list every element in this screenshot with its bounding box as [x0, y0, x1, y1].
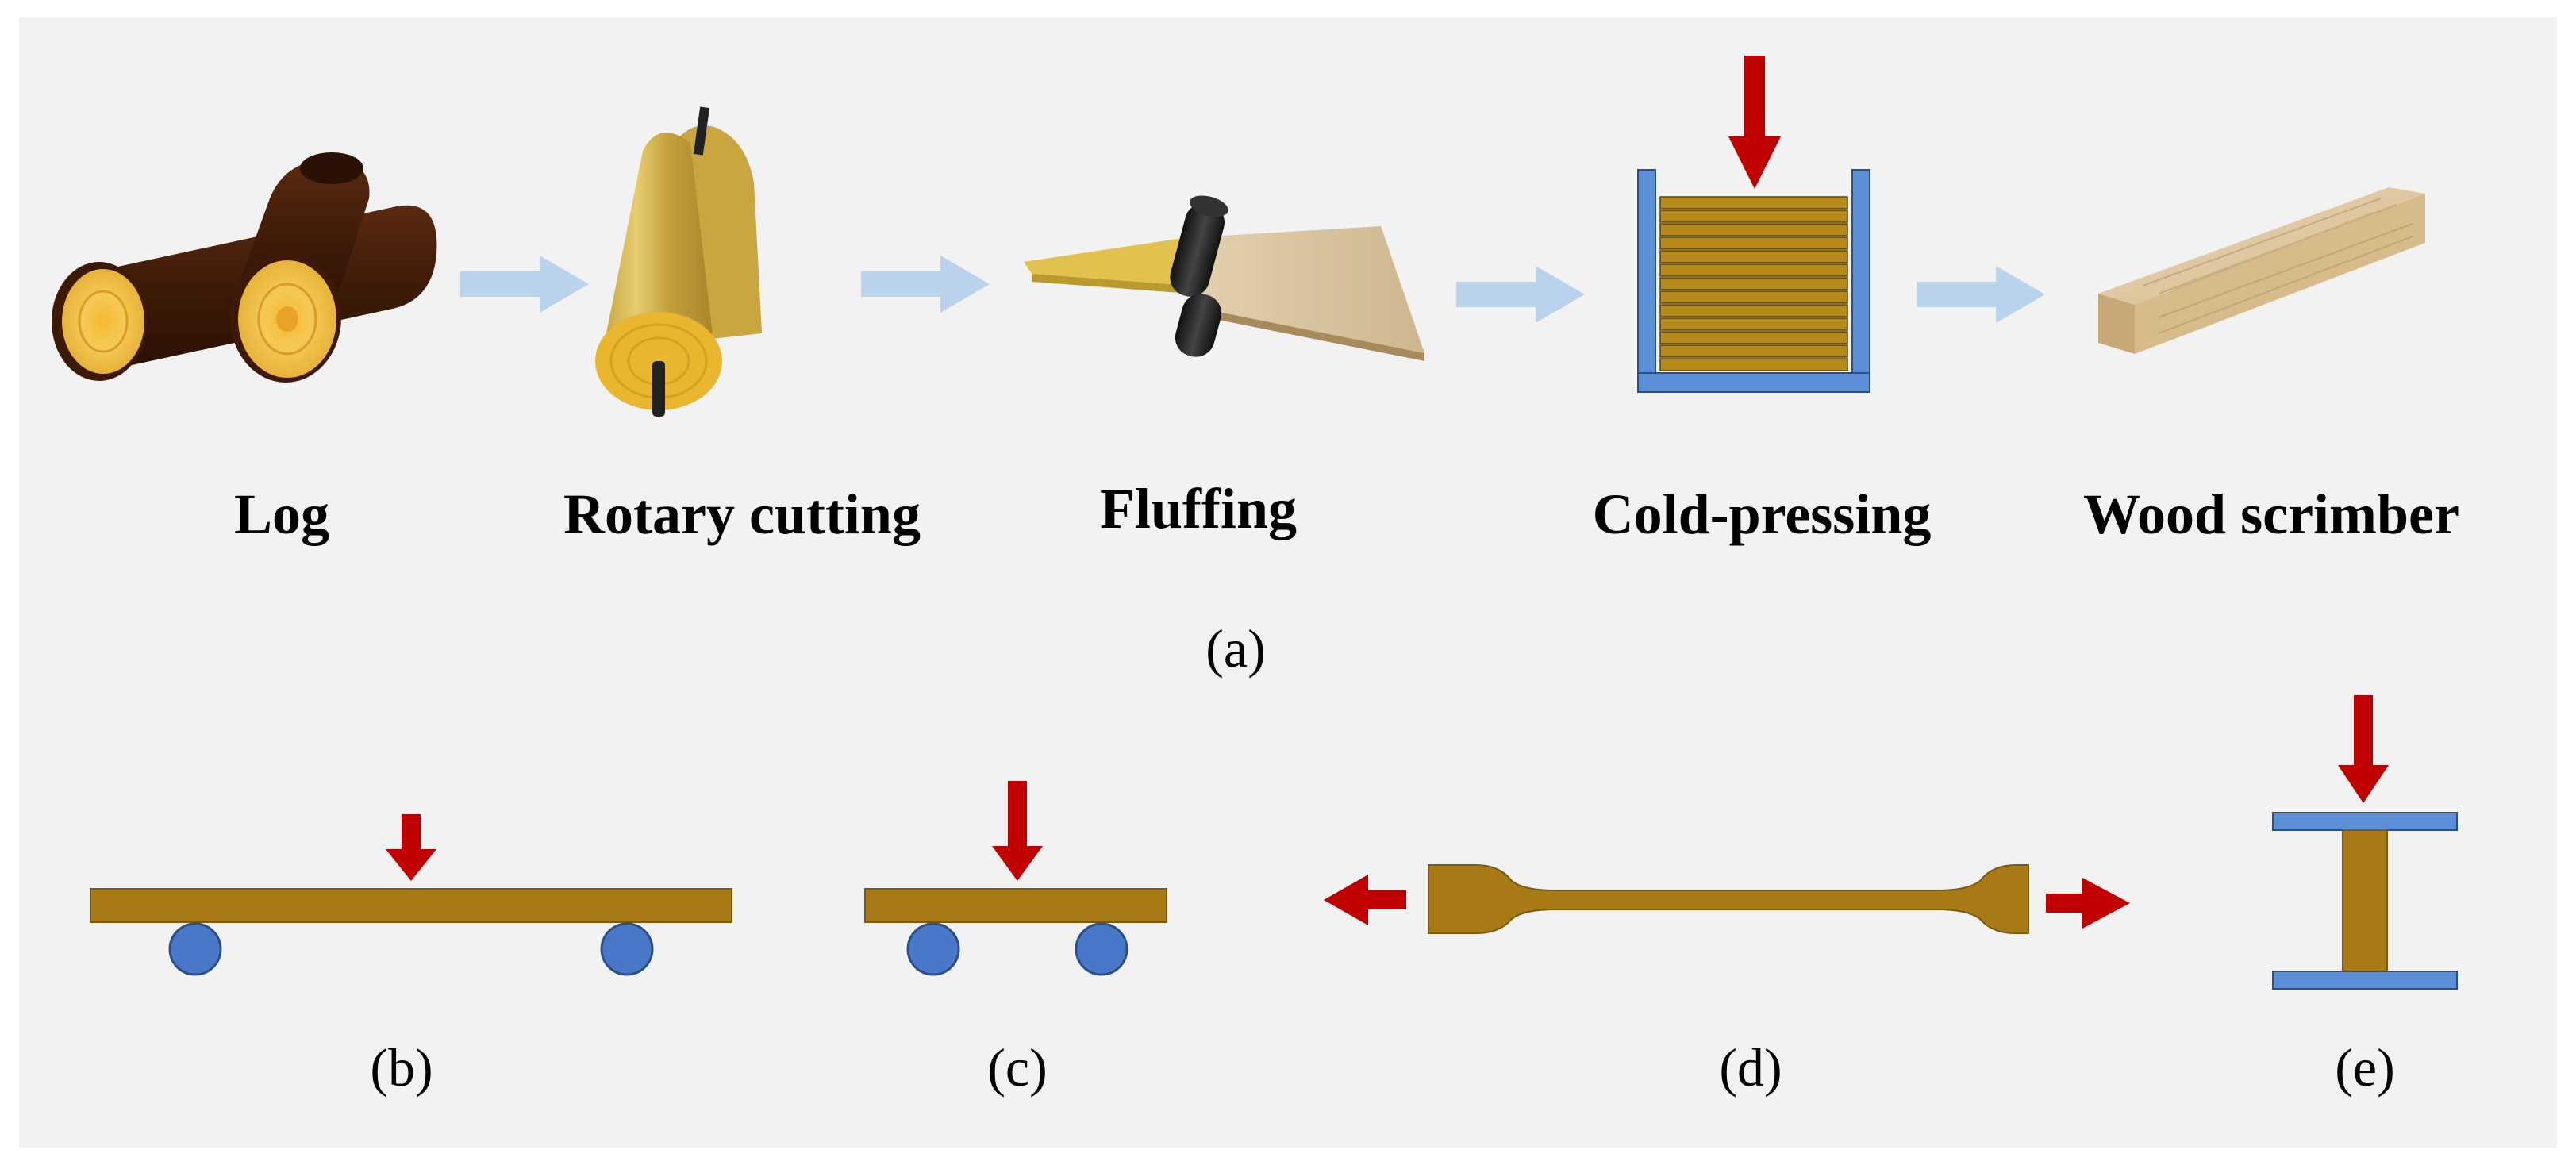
step-labels: Log Rotary cutting Fluffing Cold-pressin…: [234, 477, 2459, 546]
step-label-cold-pressing: Cold-pressing: [1593, 483, 1932, 546]
step-label-fluffing: Fluffing: [1100, 477, 1297, 540]
step-label-wood-scrimber: Wood scrimber: [2083, 483, 2459, 546]
cold-pressing-illustration: [1637, 56, 1870, 393]
load-arrow: [386, 814, 436, 881]
support-roller: [168, 922, 222, 976]
step-label-log: Log: [234, 483, 329, 546]
support-roller: [906, 922, 960, 976]
tension-arrow-left: [1324, 875, 1406, 925]
compression-test: [2272, 695, 2458, 990]
rotary-cutting-illustration: [595, 106, 762, 417]
flow-arrow: [460, 256, 589, 313]
panel-label-e: (e): [2335, 1037, 2394, 1098]
flow-arrow: [1456, 266, 1585, 323]
figure-background: [19, 17, 2557, 1148]
flow-arrow: [1917, 266, 2045, 323]
step-label-rotary-cutting: Rotary cutting: [563, 483, 921, 546]
specimen-beam: [864, 888, 1167, 923]
fluffing-illustration: [1024, 195, 1424, 361]
panel-label-b: (b): [370, 1037, 433, 1098]
log-illustration: [52, 152, 437, 383]
flow-arrows: [460, 256, 2045, 323]
veneer-stack: [1659, 196, 1848, 371]
support-roller: [600, 922, 654, 976]
flow-arrow: [861, 256, 990, 313]
press-force-arrow: [1728, 56, 1781, 189]
tension-arrow-right: [2046, 878, 2130, 929]
bottom-platen: [2272, 971, 2458, 990]
wood-scrimber-illustration: [2098, 187, 2425, 354]
tensile-test: [1324, 864, 2130, 934]
bending-test-short-span: [864, 781, 1167, 976]
panel-label-c: (c): [987, 1037, 1047, 1098]
load-arrow: [992, 781, 1043, 881]
bending-test-long-span: [90, 814, 732, 976]
panel-label-d: (d): [1719, 1037, 1782, 1098]
compression-specimen: [2342, 829, 2388, 972]
dogbone-specimen: [1428, 864, 2029, 934]
load-arrow: [2338, 695, 2389, 803]
specimen-beam: [90, 888, 732, 923]
support-roller: [1075, 922, 1128, 976]
top-platen: [2272, 812, 2458, 831]
panel-label-a: (a): [1205, 618, 1265, 679]
